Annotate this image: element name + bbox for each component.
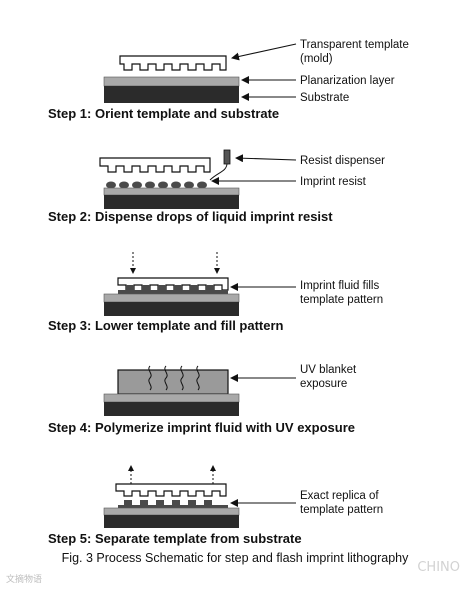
imprint-fluid — [118, 290, 228, 294]
step-3: Imprint fluid fills template pattern Ste… — [48, 252, 383, 333]
resist-drop — [132, 181, 142, 189]
step-5-title: Step 5: Separate template from substrate — [48, 531, 302, 546]
step-2-title: Step 2: Dispense drops of liquid imprint… — [48, 209, 333, 224]
resist-drop — [197, 181, 207, 189]
step-3-title: Step 3: Lower template and fill pattern — [48, 318, 284, 333]
substrate — [104, 195, 239, 209]
fluid-filled-features — [126, 285, 214, 290]
replica-base — [118, 505, 228, 508]
resist-drop — [119, 181, 129, 189]
uv-ray — [196, 365, 200, 391]
substrate — [104, 302, 239, 316]
label-template-pattern-replica: template pattern — [300, 504, 383, 516]
filled-feature — [158, 285, 166, 290]
filled-feature — [190, 285, 198, 290]
filled-feature — [174, 285, 182, 290]
uv-ray — [148, 365, 152, 391]
label-template-pattern: template pattern — [300, 294, 383, 306]
arrow-template — [231, 43, 297, 61]
filled-feature — [142, 285, 150, 290]
uv-squiggles — [148, 365, 200, 391]
label-imprint-resist: Imprint resist — [300, 176, 367, 188]
replica-feature — [188, 500, 196, 505]
uv-ray — [180, 365, 184, 391]
arrow-resist-dispenser — [235, 154, 297, 163]
resist-drops — [106, 181, 207, 189]
label-transparent-template: Transparent template — [300, 39, 409, 51]
transparent-template — [99, 157, 211, 173]
resist-dispenser-nozzle — [209, 163, 228, 181]
replica-pattern — [118, 500, 228, 508]
label-exposure: exposure — [300, 378, 347, 390]
resist-drop — [171, 181, 181, 189]
watermark-right: CHINO — [417, 560, 460, 575]
substrate — [104, 402, 239, 416]
transparent-template — [115, 483, 227, 497]
label-uv-blanket: UV blanket — [300, 364, 357, 376]
transparent-template — [119, 55, 227, 71]
planarization-layer — [103, 187, 240, 196]
step-4: UV blanket exposure Step 4: Polymerize i… — [48, 364, 357, 435]
step-1: Transparent template (mold) Planarizatio… — [48, 39, 409, 121]
label-exact-replica: Exact replica of — [300, 490, 379, 502]
resist-dispenser — [223, 149, 231, 165]
replica-feature — [156, 500, 164, 505]
label-planarization-layer: Planarization layer — [300, 75, 395, 87]
planarization-layer — [103, 393, 240, 403]
planarization-layer — [103, 507, 240, 516]
resist-drop — [145, 181, 155, 189]
figure-caption: Fig. 3 Process Schematic for step and fl… — [61, 551, 409, 565]
resist-drop — [184, 181, 194, 189]
label-imprint-fluid-fills: Imprint fluid fills — [300, 280, 379, 292]
planarization-layer — [103, 293, 240, 303]
step-4-title: Step 4: Polymerize imprint fluid with UV… — [48, 420, 355, 435]
step-5: Exact replica of template pattern Step 5… — [48, 465, 383, 546]
filled-feature — [126, 285, 134, 290]
substrate — [104, 515, 239, 528]
replica-feature — [172, 500, 180, 505]
uv-ray — [164, 365, 168, 391]
label-resist-dispenser: Resist dispenser — [300, 155, 385, 167]
planarization-layer — [103, 76, 240, 87]
substrate — [104, 86, 239, 103]
filled-feature — [206, 285, 214, 290]
watermark-left: 文摘物语 — [6, 575, 43, 585]
replica-feature — [140, 500, 148, 505]
uv-exposed-template — [117, 369, 229, 395]
label-mold: (mold) — [300, 53, 333, 65]
resist-drop — [158, 181, 168, 189]
replica-feature — [204, 500, 212, 505]
step-1-title: Step 1: Orient template and substrate — [48, 106, 279, 121]
replica-feature — [124, 500, 132, 505]
step-2: Resist dispenser Imprint resist Step 2: … — [48, 149, 385, 224]
resist-drop — [106, 181, 116, 189]
label-substrate: Substrate — [300, 92, 349, 104]
